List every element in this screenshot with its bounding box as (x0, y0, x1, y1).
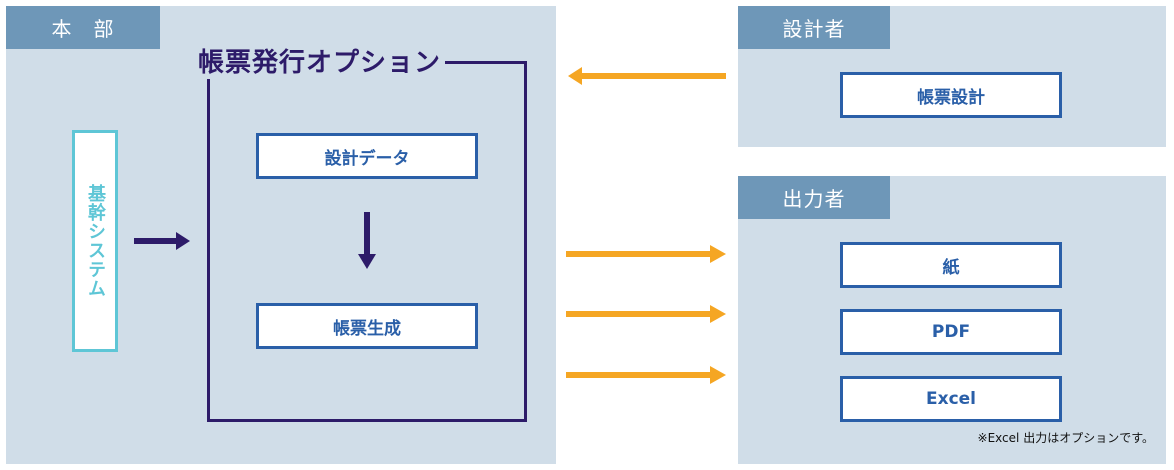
design-data-box: 設計データ (256, 133, 478, 179)
core-to-option-arrow (134, 232, 190, 250)
excel-box: Excel (840, 376, 1062, 422)
form-design-box: 帳票設計 (840, 72, 1062, 118)
excel-option-note: ※Excel 出力はオプションです。 (977, 431, 1154, 445)
option-to-excel-arrow (566, 366, 726, 384)
option-title: 帳票発行オプション (198, 42, 446, 79)
design-to-generation-arrow (358, 212, 376, 269)
form-generation-box: 帳票生成 (256, 303, 478, 349)
designer-to-option-arrow (568, 67, 726, 85)
option-to-paper-arrow (566, 245, 726, 263)
pdf-box: PDF (840, 309, 1062, 355)
option-to-pdf-arrow (566, 305, 726, 323)
headquarters-tab: 本 部 (6, 6, 160, 49)
core-system-box: 基幹システム (72, 130, 118, 352)
designer-tab: 設計者 (738, 6, 890, 49)
paper-box: 紙 (840, 242, 1062, 288)
output-tab: 出力者 (738, 176, 890, 219)
